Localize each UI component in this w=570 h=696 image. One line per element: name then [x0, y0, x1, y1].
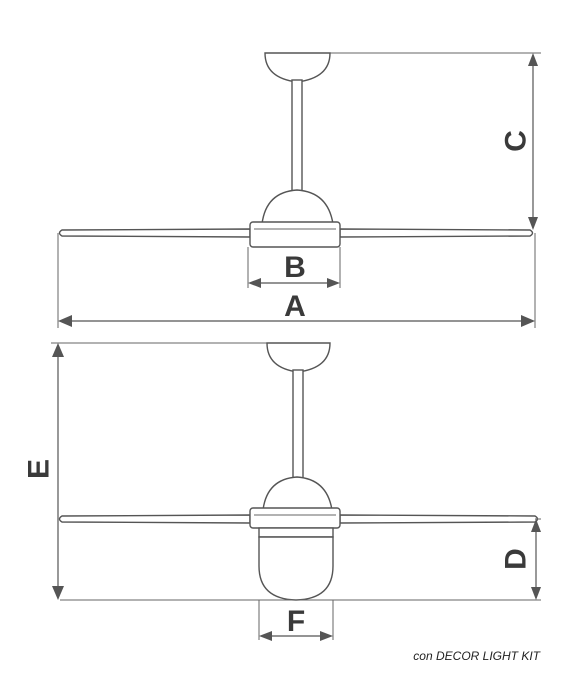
light-kit-caption: con DECOR LIGHT KIT — [413, 649, 540, 663]
ceiling-canopy-2 — [266, 342, 331, 373]
fan-blade-left-2 — [58, 514, 251, 524]
dimension-a: A — [58, 290, 535, 327]
motor-band-2 — [249, 507, 341, 529]
dimension-label-f: F — [287, 605, 305, 638]
motor-band — [249, 221, 341, 248]
dimension-d-arrow-bottom — [531, 587, 541, 600]
dimension-c-arrow-bottom — [528, 217, 538, 230]
dimension-d: D — [500, 519, 541, 600]
dimension-f-arrow-right — [320, 631, 333, 641]
motor-housing — [261, 189, 334, 225]
motor-housing-2 — [262, 476, 333, 511]
light-kit-collar — [258, 527, 334, 538]
fan-blade-right-2 — [339, 514, 539, 524]
fan-blade-right — [339, 228, 534, 238]
dimension-label-b: B — [284, 251, 306, 284]
fan-top-view — [57, 52, 541, 328]
dimension-label-c: C — [500, 130, 533, 152]
downrod — [291, 79, 303, 195]
dimension-label-e: E — [23, 459, 56, 479]
dimension-label-a: A — [284, 290, 306, 323]
dimension-e-arrow-top — [52, 343, 64, 357]
dimension-b: B — [248, 251, 340, 288]
ceiling-canopy — [264, 52, 331, 83]
dimension-e-arrow-bottom — [52, 586, 64, 600]
dimension-a-arrow-right — [521, 315, 535, 327]
dimension-e: E — [23, 343, 64, 600]
fan-blade-left — [58, 228, 251, 238]
dimension-b-arrow-right — [327, 278, 340, 288]
dimension-c-arrow-top — [528, 53, 538, 66]
downrod-2 — [292, 369, 304, 483]
fan-bottom-view — [51, 342, 541, 640]
dimension-label-d: D — [500, 548, 533, 570]
dimension-b-arrow-left — [248, 278, 261, 288]
dimension-f: F — [259, 605, 333, 641]
light-kit-globe — [258, 536, 334, 601]
dimension-d-arrow-top — [531, 519, 541, 532]
dimension-f-arrow-left — [259, 631, 272, 641]
dimension-c: C — [500, 53, 538, 230]
dimension-a-arrow-left — [58, 315, 72, 327]
